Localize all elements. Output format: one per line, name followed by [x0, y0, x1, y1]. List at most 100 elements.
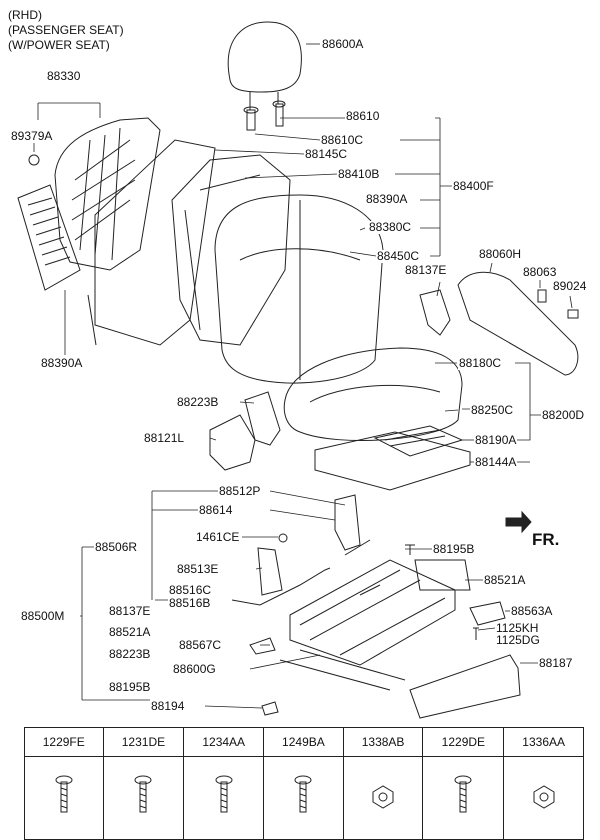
front-direction-label: FR.: [532, 530, 560, 549]
track-cover-drawing: [469, 601, 506, 626]
back-cushion-drawing: [214, 194, 384, 384]
power-switch-drawing: [414, 559, 471, 591]
callout-88450C: 88450C: [376, 249, 421, 263]
callout-88137E-top: 88137E: [404, 263, 448, 277]
callout-88521A-left: 88521A: [108, 625, 152, 639]
callout-88330: 88330: [46, 69, 82, 83]
callout-88190A: 88190A: [474, 433, 518, 447]
seat-rail-drawing: [279, 649, 406, 691]
parts-diagram: (RHD) (PASSENGER SEAT) (W/POWER SEAT) FR…: [8, 8, 588, 840]
callout-1461CE: 1461CE: [195, 530, 241, 544]
bolt-icon: [215, 775, 233, 812]
bolt-icon: [294, 775, 312, 812]
fastener-code-row: 1229FE 1231DE 1234AA 1249BA 1338AB 1229D…: [24, 727, 584, 757]
fastener-code: 1249BA: [263, 727, 344, 757]
fitting-drawing: [28, 154, 40, 166]
side-shield-drawing: [457, 271, 579, 376]
wire-drawing: [87, 294, 97, 346]
clip-drawing: [249, 637, 276, 655]
fastener-code: 1336AA: [503, 727, 584, 757]
recliner-bracket-drawing: [244, 391, 281, 446]
fastener-table: 1229FE 1231DE 1234AA 1249BA 1338AB 1229D…: [24, 727, 584, 840]
fastener-icon-cell: [503, 756, 584, 840]
side-cover-drawing: [209, 414, 256, 471]
callout-88194: 88194: [150, 699, 186, 713]
callout-88610C: 88610C: [320, 133, 365, 147]
callout-88187: 88187: [538, 656, 574, 670]
header-line: (RHD): [8, 8, 42, 22]
wiring-harness-drawing: [231, 567, 331, 606]
callout-88144A: 88144A: [474, 455, 518, 469]
callout-88390A-right: 88390A: [365, 192, 409, 206]
callout-88145C: 88145C: [304, 147, 349, 161]
diagram-header: (RHD) (PASSENGER SEAT) (W/POWER SEAT): [8, 8, 124, 53]
actuator-drawing: [257, 547, 283, 596]
fastener-code: 1338AB: [342, 727, 424, 757]
fastener-icon-cell: [24, 756, 104, 840]
callout-88250C: 88250C: [470, 403, 515, 417]
seat-pan-drawing: [314, 431, 471, 491]
seat-track-drawing: [289, 539, 456, 666]
callout-88223B-top: 88223B: [176, 395, 220, 409]
header-line: (PASSENGER SEAT): [8, 23, 124, 37]
bolt-drawing: [473, 627, 479, 640]
callout-88610: 88610: [345, 109, 381, 123]
fastener-icon-cell: [422, 756, 505, 840]
leader-lines: [33, 43, 573, 709]
guide-pin-drawing: [243, 100, 286, 131]
switch-knob-drawing: [567, 309, 579, 319]
callout-1125KH: 1125KH: [495, 621, 540, 635]
bolt-icon: [454, 775, 472, 812]
callout-88516C: 88516C: [168, 583, 213, 597]
bolt-icon: [134, 775, 152, 812]
lumbar-mat-drawing: [17, 184, 81, 291]
nut-icon: [533, 784, 555, 809]
callout-88200D: 88200D: [541, 408, 586, 422]
fastener-icon-cell: [102, 756, 185, 840]
callout-88060H: 88060H: [478, 247, 523, 261]
callout-88521A-right: 88521A: [483, 573, 527, 587]
seat-cushion-drawing: [283, 347, 463, 442]
callout-89024: 89024: [552, 279, 588, 293]
fitting-drawing: [278, 533, 288, 543]
callout-88516B: 88516B: [168, 596, 212, 610]
fastener-icon-row: [24, 756, 584, 840]
callout-88512P: 88512P: [218, 484, 262, 498]
callout-88180C: 88180C: [458, 356, 503, 370]
callout-89379A: 89379A: [10, 129, 54, 143]
fastener-icon-cell: [263, 756, 344, 840]
callout-88063: 88063: [522, 265, 558, 279]
headrest-drawing: [227, 21, 302, 110]
bracket-drawing: [261, 701, 279, 716]
callout-88614: 88614: [198, 503, 234, 517]
callout-88500M: 88500M: [20, 609, 66, 623]
motor-gear-drawing: [334, 494, 361, 551]
diagram-artwork: [17, 21, 579, 719]
bolt-icon: [55, 775, 73, 812]
callout-88600A: 88600A: [321, 37, 365, 51]
outer-trim-drawing: [409, 654, 521, 719]
callout-88390A-left: 88390A: [40, 356, 84, 370]
header-line: (W/POWER SEAT): [8, 38, 110, 52]
fastener-code: 1234AA: [183, 727, 265, 757]
callout-88600G: 88600G: [172, 662, 217, 676]
callout-88563A: 88563A: [510, 604, 554, 618]
callout-88513E: 88513E: [176, 562, 220, 576]
switch-knob-drawing: [537, 289, 547, 303]
callout-88223B-bottom: 88223B: [108, 647, 152, 661]
callout-1125DG: 1125DG: [495, 633, 541, 647]
seat-back-frame-drawing: [54, 117, 161, 271]
front-arrow-icon: [505, 510, 532, 534]
seat-heater-drawing: [373, 425, 464, 457]
fastener-icon-cell: [183, 756, 265, 840]
callout-88567C: 88567C: [178, 638, 223, 652]
fastener-icon-cell: [342, 756, 424, 840]
callout-88410B: 88410B: [337, 167, 381, 181]
callout-88137E-bottom: 88137E: [108, 604, 152, 618]
fastener-code: 1229FE: [24, 727, 104, 757]
bolt-drawing: [405, 544, 415, 555]
callout-88380C: 88380C: [368, 220, 413, 234]
callout-88195B-bottom: 88195B: [108, 680, 152, 694]
callout-88400F: 88400F: [452, 179, 495, 193]
fastener-code: 1231DE: [102, 727, 185, 757]
